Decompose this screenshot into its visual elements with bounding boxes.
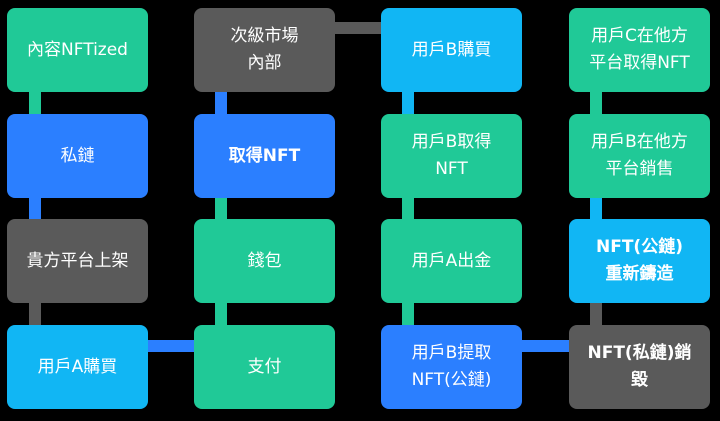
node-user-b-acquire-nft: 用戶B取得 NFT	[381, 114, 522, 198]
node-payment: 支付	[194, 325, 335, 409]
connector-c3-3-4	[402, 302, 414, 327]
connector-c2-3-2	[215, 196, 227, 221]
connector-c1-1-2	[29, 91, 41, 116]
connector-c2-c3	[333, 22, 383, 34]
connector-c4-4-3	[590, 302, 602, 327]
node-user-c-acquire: 用戶C在他方 平台取得NFT	[569, 8, 710, 92]
node-user-b-sell: 用戶B在他方 平台銷售	[569, 114, 710, 198]
connector-c1-2-3	[29, 196, 41, 221]
connector-c4-2-1	[590, 91, 602, 116]
node-wallet: 錢包	[194, 219, 335, 303]
node-user-a-purchase: 用戶A購買	[7, 325, 148, 409]
connector-c1-3-4	[29, 302, 41, 327]
node-nft-burn: NFT(私鏈)銷 毀	[569, 325, 710, 409]
connector-c3-2-3	[402, 196, 414, 221]
node-acquire-nft: 取得NFT	[194, 114, 335, 198]
node-secondary-market: 次級市場 內部	[194, 8, 335, 92]
connector-c4-3-2	[590, 196, 602, 221]
connector-c2-2-1	[215, 91, 227, 116]
node-user-b-extract-nft: 用戶B提取 NFT(公鏈)	[381, 325, 522, 409]
node-private-chain: 私鏈	[7, 114, 148, 198]
connector-c3-c4	[520, 340, 572, 352]
connector-c3-1-2	[402, 91, 414, 116]
node-nftized: 內容NFTized	[7, 8, 148, 92]
node-nft-remint: NFT(公鏈) 重新鑄造	[569, 219, 710, 303]
node-user-a-withdraw: 用戶A出金	[381, 219, 522, 303]
connector-c2-4-3	[215, 302, 227, 327]
node-platform-listing: 貴方平台上架	[7, 219, 148, 303]
connector-c1-c2	[146, 340, 196, 352]
node-user-b-purchase: 用戶B購買	[381, 8, 522, 92]
